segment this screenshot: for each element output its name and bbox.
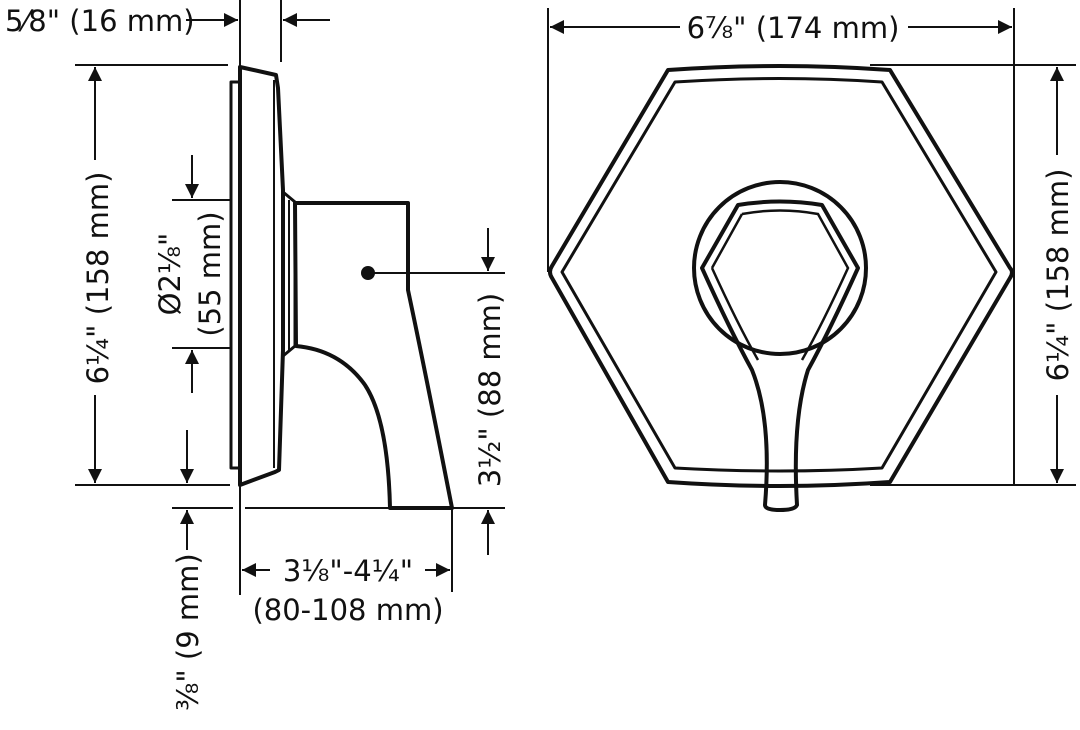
offset-label: ⅜" (9 mm) <box>171 553 205 710</box>
axis-height-label: 3½" (88 mm) <box>473 293 507 487</box>
trim-plate <box>238 65 285 487</box>
handle-base-ring <box>692 180 868 356</box>
front-height-label: 6¼" (158 mm) <box>1041 169 1075 382</box>
hexagon-trim-outer <box>548 64 1014 488</box>
projection-label: 3⅛"-4¼" <box>283 554 413 588</box>
diameter-mm-label: (55 mm) <box>193 211 227 336</box>
side-view: 5⁄8" (16 mm) 6¼" (158 mm) Ø2⅛" (55 mm) ⅜… <box>5 0 507 711</box>
width-label: 6⅞" (174 mm) <box>687 11 900 45</box>
hexagon-trim-inner <box>560 77 998 473</box>
diameter-label: Ø2⅛" <box>153 233 187 316</box>
projection-mm-label: (80-108 mm) <box>252 593 443 627</box>
lever-handle <box>700 199 860 512</box>
lever-inner-edge <box>710 209 850 361</box>
depth-label: 5⁄8" (16 mm) <box>5 4 195 38</box>
front-view: 6⅞" (174 mm) 6¼" (158 mm) <box>547 8 1076 512</box>
height-label: 6¼" (158 mm) <box>81 172 115 385</box>
lever-body <box>293 201 454 510</box>
